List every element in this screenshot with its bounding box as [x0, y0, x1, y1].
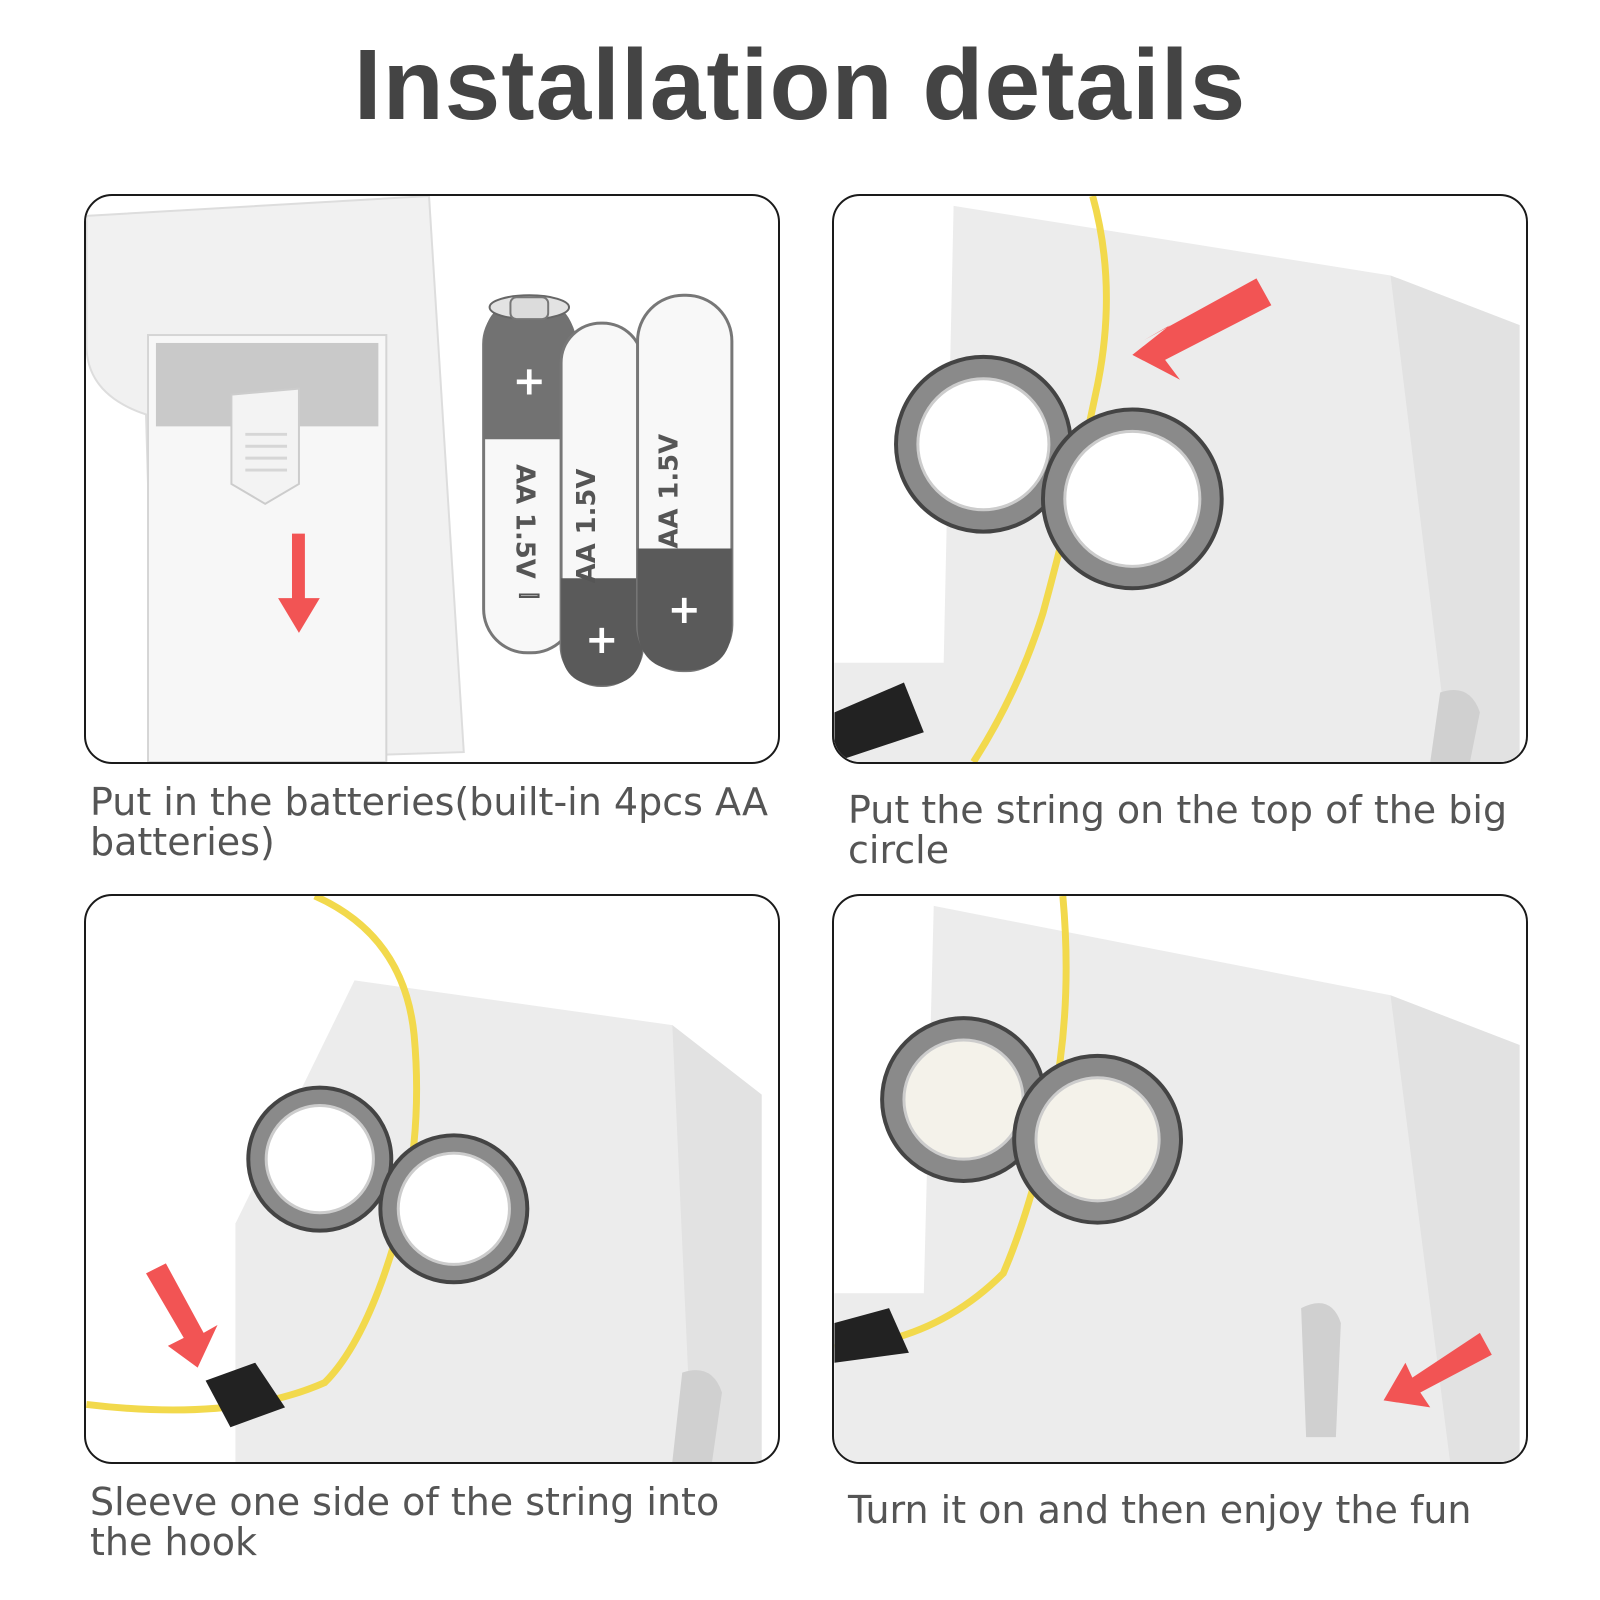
power-switch: [1301, 1303, 1341, 1438]
wheel-right: [378, 1133, 530, 1285]
hook: [834, 682, 924, 762]
step-3-image: [84, 894, 780, 1464]
step-4-image: [832, 894, 1528, 1464]
page-title: Installation details: [353, 29, 1247, 141]
battery-1: + − AA 1.5V: [482, 294, 577, 655]
device-side: [1390, 995, 1520, 1462]
switch: [1430, 690, 1480, 762]
device-switch-illustration: [834, 896, 1520, 1462]
device-front-illustration: [834, 196, 1520, 762]
battery-label: AA 1.5V: [654, 434, 684, 549]
step-2-image: [832, 194, 1528, 764]
arrow-icon: [1132, 278, 1272, 380]
step-2-caption: Put the string on the top of the big cir…: [848, 788, 1508, 872]
down-arrow-icon: [278, 533, 320, 633]
device-side: [672, 1025, 762, 1462]
plus-symbol: +: [513, 359, 546, 405]
wheel-left: [246, 1085, 394, 1233]
wheel-left-spinning: [880, 1016, 1047, 1183]
step-3-caption: Sleeve one side of the string into the h…: [90, 1480, 720, 1564]
minus-symbol: −: [517, 578, 542, 613]
battery-3: + AA 1.5V: [636, 293, 734, 673]
battery-label: AA 1.5V: [572, 469, 602, 584]
latch-ridges: [245, 432, 288, 472]
wheel-right-spinning: [1012, 1053, 1183, 1225]
plus-symbol: +: [585, 617, 618, 663]
battery-compartment-illustration: + − AA 1.5V + AA 1.5V + AA 1.5V: [86, 196, 734, 762]
wheel-right: [1040, 407, 1224, 591]
device-hook-illustration: [86, 896, 762, 1462]
hook: [205, 1362, 286, 1428]
plus-symbol: +: [668, 587, 701, 633]
hook: [834, 1308, 909, 1363]
arrow-icon: [1383, 1332, 1492, 1408]
device-side: [1390, 275, 1520, 762]
wheel-left: [894, 354, 1073, 534]
arrow-icon: [146, 1263, 218, 1368]
step-1-caption: Put in the batteries(built-in 4pcs AA ba…: [90, 780, 769, 864]
switch: [672, 1370, 722, 1462]
step-1-image: + − AA 1.5V + AA 1.5V + AA 1.5V: [84, 194, 780, 764]
battery-label: AA 1.5V: [509, 464, 539, 579]
step-4-caption: Turn it on and then enjoy the fun: [848, 1488, 1472, 1532]
battery-2: + AA 1.5V: [559, 321, 645, 688]
